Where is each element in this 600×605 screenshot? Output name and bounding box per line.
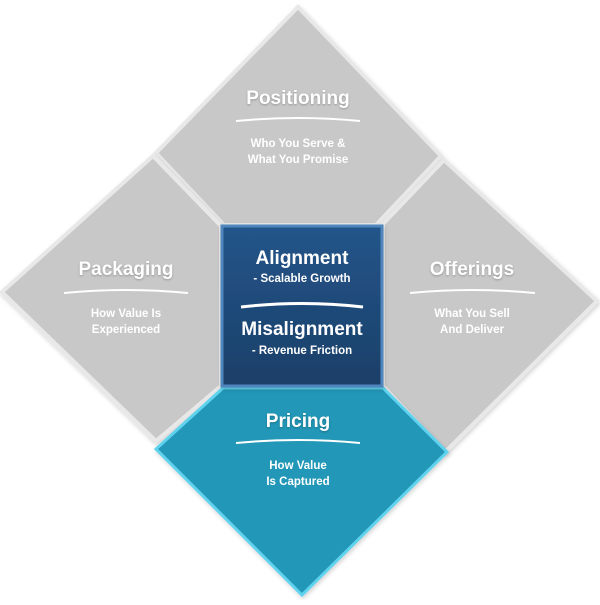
- pricing-subtitle: How Value Is Captured: [266, 460, 330, 488]
- misalignment-title: Misalignment: [241, 319, 363, 340]
- offerings-underline: [409, 289, 536, 294]
- pricing-underline: [235, 439, 361, 444]
- positioning-panel: [153, 4, 444, 227]
- positioning-underline: [235, 117, 361, 122]
- misalignment-subtitle: - Revenue Friction: [251, 345, 353, 357]
- center-divider: [240, 302, 364, 309]
- offerings-subtitle: What You Sell And Deliver: [434, 308, 510, 336]
- pricing-panel: [153, 386, 450, 598]
- packaging-underline: [63, 289, 189, 294]
- offerings-title: Offerings: [429, 259, 515, 280]
- positioning-title: Positioning: [246, 88, 350, 109]
- alignment-title: Alignment: [255, 248, 349, 269]
- packaging-panel: [0, 153, 223, 444]
- alignment-subtitle: - Scalable Growth: [253, 273, 351, 285]
- pricing-title: Pricing: [265, 411, 331, 432]
- packaging-title: Packaging: [78, 259, 174, 280]
- positioning-subtitle: Who You Serve & What You Promise: [247, 138, 349, 166]
- packaging-subtitle: How Value Is Experienced: [90, 308, 162, 336]
